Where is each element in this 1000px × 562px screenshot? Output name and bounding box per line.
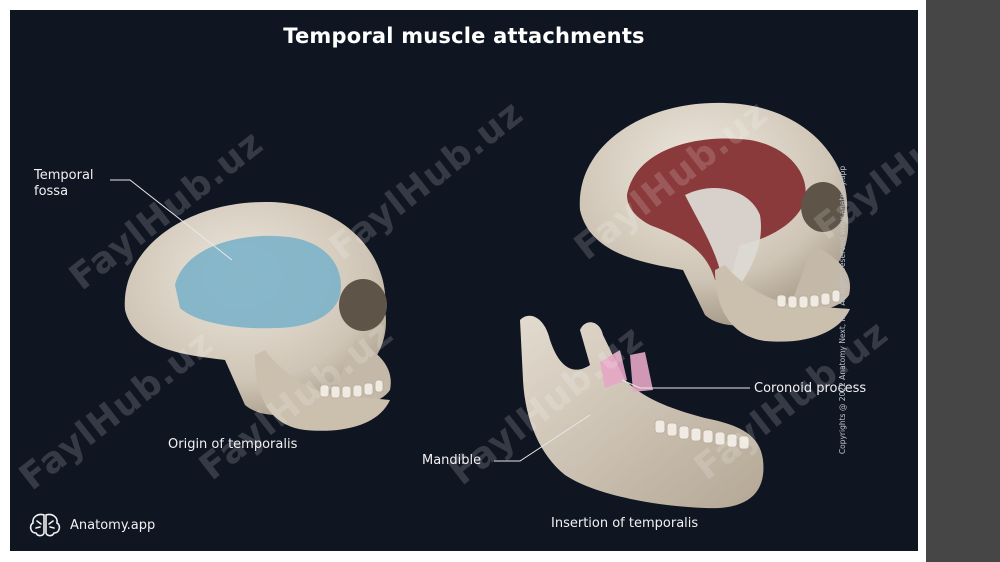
slide-canvas: FaylHub.uz FaylHub.uz FaylHub.uz FaylHub… bbox=[10, 10, 918, 551]
coronoid-highlight bbox=[600, 350, 627, 388]
label-mandible: Mandible bbox=[422, 453, 482, 468]
brain-icon bbox=[29, 513, 61, 537]
copyright-text: Copyrights @ 2022 Anatomy Next, Inc. All… bbox=[838, 165, 847, 455]
caption-insertion: Insertion of temporalis bbox=[551, 516, 699, 531]
label-temporal-fossa: Temporal fossa bbox=[34, 168, 94, 199]
anatomy-app-logo: Anatomy.app bbox=[28, 512, 155, 538]
right-sidebar bbox=[926, 0, 1000, 562]
leader-lines bbox=[110, 179, 750, 462]
mandible-illustration bbox=[520, 315, 764, 509]
logo-text: Anatomy.app bbox=[70, 517, 156, 533]
page-title: Temporal muscle attachments bbox=[283, 24, 645, 48]
caption-origin: Origin of temporalis bbox=[168, 437, 298, 452]
temporalis-tendon bbox=[685, 187, 761, 287]
skull-origin-illustration bbox=[124, 201, 391, 431]
temporal-fossa-highlight bbox=[175, 235, 341, 329]
skull-muscle-illustration bbox=[579, 102, 851, 342]
label-coronoid-process: Coronoid process bbox=[754, 381, 867, 396]
